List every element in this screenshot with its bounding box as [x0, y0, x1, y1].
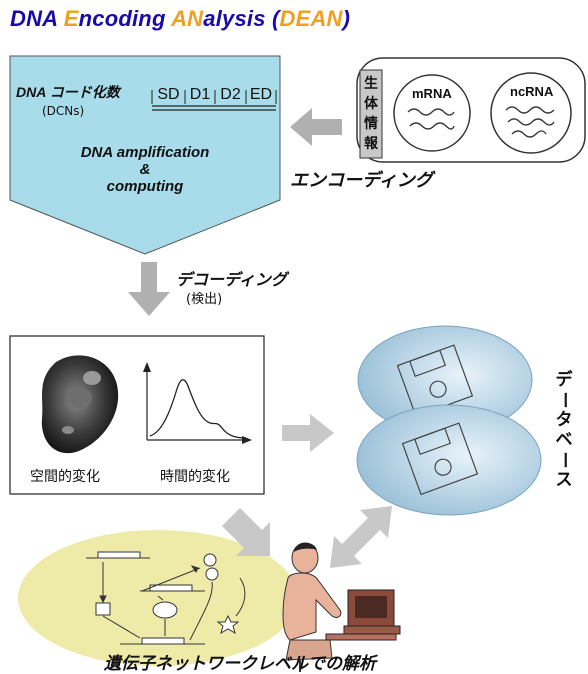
dcn-segments: SD D1 D2 ED — [152, 86, 276, 104]
title-part: alysis ( — [203, 6, 280, 31]
amplification-text: DNA amplification & computing — [40, 144, 250, 195]
floppy-icon-2 — [401, 422, 479, 496]
analysis-to-db-arrow — [282, 414, 334, 452]
mrna-circle — [393, 74, 471, 152]
segment-d2: D2 — [220, 86, 241, 103]
amp-line-3: computing — [106, 178, 184, 195]
bio-info-label: 生 体 情 報 — [364, 76, 378, 152]
title-part: ncoding — [78, 6, 172, 31]
network-analysis-label: 遺伝子ネットワークレベルでの解析 — [104, 654, 376, 674]
ncrna-circle — [490, 72, 572, 154]
spatial-change-label: 空間的変化 — [30, 469, 100, 485]
dcn-label: DNA コード化数 — [16, 84, 120, 100]
segment-d1: D1 — [189, 86, 211, 103]
temporal-change-label: 時間的変化 — [160, 469, 230, 485]
decoding-sub: (検出) — [186, 292, 223, 307]
network-ellipse — [18, 530, 298, 666]
gene-network — [86, 551, 246, 645]
decoding-arrow — [128, 262, 170, 316]
title-part: E — [63, 6, 79, 31]
encoding-label: エンコーディング — [290, 170, 433, 191]
mrna-label: mRNA — [412, 86, 452, 101]
title-part: ) — [342, 6, 351, 31]
encoding-arrow — [290, 108, 342, 146]
amp-line-2: & — [139, 161, 151, 178]
amp-line-1: DNA amplification — [80, 144, 210, 161]
dcn-sub: (DCNs) — [42, 104, 85, 118]
segment-ed: ED — [249, 86, 273, 103]
ncrna-label: ncRNA — [510, 84, 554, 99]
page-title: DNA Encoding ANalysis (DEAN) — [10, 6, 350, 32]
decoding-label: デコーディング — [176, 270, 287, 289]
analysis-to-person-arrow — [222, 508, 270, 556]
title-part: DNA — [10, 6, 64, 31]
title-part: DEAN — [279, 6, 343, 31]
temporal-curve — [149, 379, 247, 439]
person-at-computer — [282, 542, 401, 672]
segment-sd: SD — [157, 86, 180, 103]
person-db-double-arrow — [330, 506, 392, 568]
database-label: デ ー タ ベ ー ス — [554, 370, 574, 490]
database-disk-front — [356, 404, 542, 516]
title-part: AN — [171, 6, 204, 31]
bio-label-box — [359, 69, 383, 159]
